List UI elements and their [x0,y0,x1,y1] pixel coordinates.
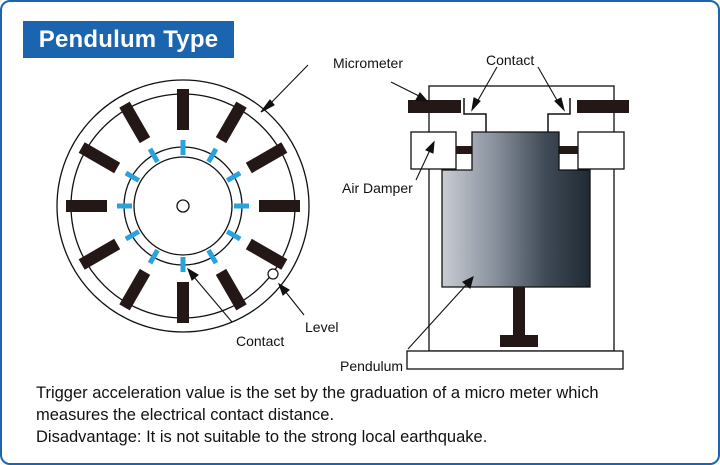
page-title: Pendulum Type [23,21,234,58]
label-contact-top: Contact [486,52,534,68]
air-damper-left [410,131,457,170]
label-micrometer: Micrometer [333,55,403,71]
micrometer-bar [245,238,288,270]
micrometer-bar [215,101,247,144]
base-plate [406,350,624,370]
micrometer-bar [78,238,121,270]
micrometer-bar [66,200,107,212]
contact-tick [147,147,160,164]
contact-lead-left [463,98,487,132]
contact-tick [124,170,141,183]
contact-tick [117,203,132,209]
contact-tick [206,147,219,164]
description-line: Trigger acceleration value is the set by… [36,384,599,402]
micrometer-bars [66,89,300,323]
micrometer-bar-right [577,100,629,113]
contact-tick [225,170,242,183]
contact-tick [124,229,141,242]
leader-arrows [186,64,566,350]
micrometer-bar [177,89,189,130]
side-view [406,85,629,370]
contact-tick [180,257,186,272]
micrometer-bar [119,101,151,144]
contact-tick [206,248,219,265]
outer-ring [56,79,310,333]
contact-tick [225,229,242,242]
description-line: Disadvantage: It is not suitable to the … [36,428,488,446]
label-air-damper: Air Damper [342,180,413,196]
damper-rod-left [456,146,472,154]
micrometer-bar [259,200,300,212]
level-bubble [267,268,279,280]
contact-lead-right [547,98,571,132]
pendulum-foot [500,335,538,347]
contact-ticks [117,140,249,272]
pendulum-mass [441,131,591,288]
description-line: measures the electrical contact distance… [36,406,335,424]
label-contact-bottom: Contact [236,333,284,349]
contact-tick [147,248,160,265]
micrometer-bar [245,142,288,174]
pendulum-rod [513,287,525,337]
micrometer-bar [177,282,189,323]
micrometer-bar [119,268,151,311]
label-level: Level [305,319,338,335]
air-damper-right [577,131,625,170]
label-pendulum: Pendulum [340,358,403,374]
inner-core-ring [133,156,233,256]
description: Trigger acceleration value is the set by… [36,382,716,448]
damper-rod-right [559,146,578,154]
contact-tick [180,140,186,155]
center-hole [176,199,190,213]
micrometer-bar [78,142,121,174]
contact-tick [234,203,249,209]
top-view [56,79,310,333]
micrometer-bar-left [408,100,461,113]
micrometer-bar [215,268,247,311]
